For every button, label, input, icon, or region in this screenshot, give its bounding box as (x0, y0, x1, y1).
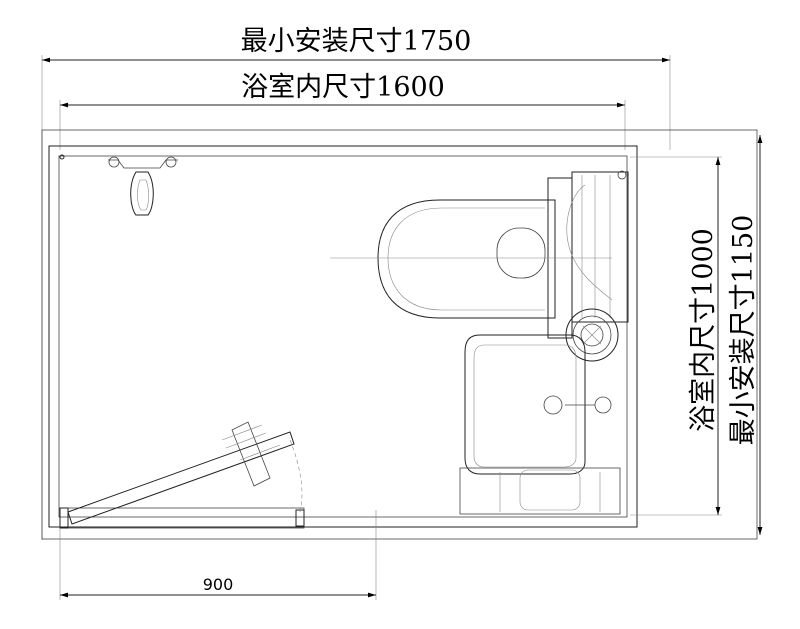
cabinet-body (571, 171, 629, 323)
wall-cabinet (566, 170, 629, 323)
min-install-depth-label: 最小安装尺寸1150 (728, 215, 759, 446)
basin-cabinet-door (519, 469, 581, 511)
basin-inner (473, 344, 577, 468)
toilet-bowl-outer (377, 199, 556, 319)
basin-cabinet (459, 467, 621, 515)
door-dimension-group: 900 (59, 510, 377, 600)
cabinet-knob (617, 170, 627, 180)
door-handle-plate (231, 421, 271, 487)
shower-valve-left (108, 156, 120, 168)
outer-wall (48, 145, 638, 528)
bathroom-shell (41, 129, 758, 540)
shower-head-inner (137, 179, 149, 211)
outer-install-boundary (41, 129, 758, 540)
drain-inner (580, 323, 604, 347)
door-width-label: 900 (203, 575, 234, 594)
drain-grate-b (582, 325, 602, 345)
shower-valve-right (165, 156, 177, 168)
basin-outer (464, 334, 586, 475)
door-hinge (59, 507, 69, 529)
toilet (330, 177, 612, 339)
door-handle-lines (221, 424, 281, 461)
shower-fixture (59, 154, 178, 216)
toilet-seat-hinge (496, 227, 546, 279)
shower-bar (108, 159, 178, 169)
shower-head (130, 171, 154, 216)
basin-drain (543, 395, 563, 415)
right-dimension-group: 浴室内尺寸1000 最小安装尺寸1150 (630, 135, 763, 535)
inner-wall (58, 155, 628, 518)
basin-tap (594, 396, 612, 414)
door-frame (59, 507, 305, 529)
inner-width-label: 浴室内尺寸1600 (241, 72, 445, 103)
cabinet-arc (566, 184, 613, 301)
washbasin (459, 334, 621, 515)
door-leaf (67, 431, 295, 525)
inner-depth-label: 浴室内尺寸1000 (688, 228, 719, 432)
corner-marker (59, 154, 65, 160)
door-swing-arc (289, 439, 303, 513)
door-stop (295, 509, 305, 527)
door (59, 421, 305, 529)
top-dimension-group: 最小安装尺寸1750 浴室内尺寸1600 (41, 26, 671, 540)
toilet-bowl-inner (387, 207, 545, 311)
min-install-width-label: 最小安装尺寸1750 (241, 26, 472, 57)
